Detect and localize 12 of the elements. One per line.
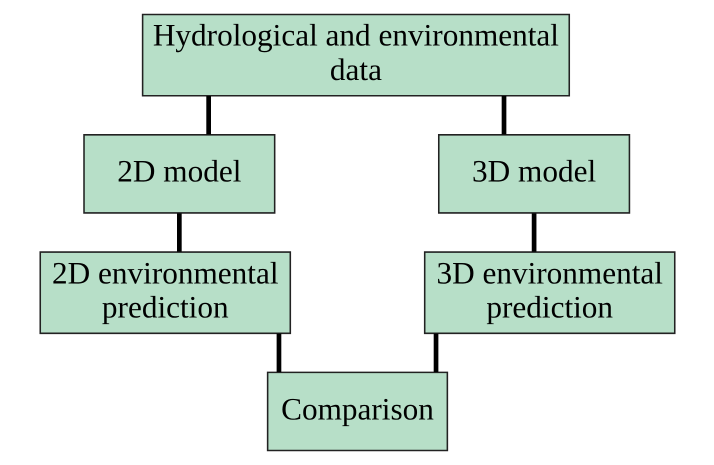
node-box: Hydrological and environmental data [141,14,570,97]
node-box: 2D environmental prediction [38,251,291,334]
node-box: Comparison [266,372,448,452]
connector [176,213,182,252]
connector [276,334,281,372]
node-box: 3D environmental prediction [423,251,676,334]
connector [433,334,438,372]
node-box: 3D model [437,134,630,214]
connector [501,96,506,135]
connector [531,213,536,252]
connector [206,96,210,135]
node-box: 2D model [82,134,275,214]
